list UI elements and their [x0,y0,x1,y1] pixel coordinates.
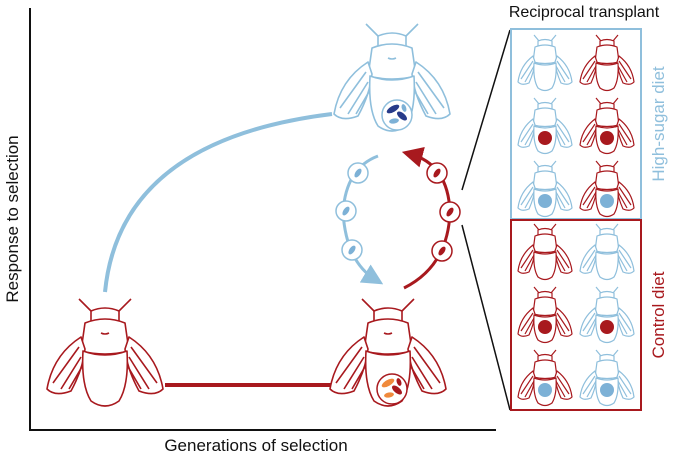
microbe-dot [600,320,614,334]
transplant-title: Reciprocal transplant [509,4,660,21]
control-microbiome [376,373,408,405]
fly-icon [579,223,635,281]
fly-icon [579,286,635,344]
fly-icon [517,160,573,218]
ancestral-fly-icon [46,298,164,407]
microbe-dot [538,320,552,334]
fly-icon [517,34,573,92]
microbe-dot [600,131,614,145]
high-sugar-diet-label: High-sugar diet [649,66,668,182]
microbe-dot [538,383,552,397]
zoom-line-top [461,29,511,191]
fly-icon [517,97,573,155]
fly-icon [579,160,635,218]
control-diet-label: Control diet [649,271,668,358]
microbe-dot [538,131,552,145]
microbe-dot [600,383,614,397]
fly-icon [517,223,573,281]
fly-icon [517,349,573,407]
microbe-transfer-cycle [335,147,461,290]
microbe-dot [538,194,552,208]
fly-icon [579,349,635,407]
fly-icon [517,286,573,344]
fly-icon [579,34,635,92]
transplant-grid [517,34,635,407]
microbe-dot [600,194,614,208]
y-axis-label: Response to selection [3,135,22,302]
control-diet-box [510,219,642,411]
zoom-line-bottom [461,224,511,411]
high-sugar-microbiome [381,99,413,131]
x-axis-label: Generations of selection [164,436,347,455]
high-sugar-selection-path [103,112,333,293]
axes [29,8,496,431]
fly-icon [579,97,635,155]
